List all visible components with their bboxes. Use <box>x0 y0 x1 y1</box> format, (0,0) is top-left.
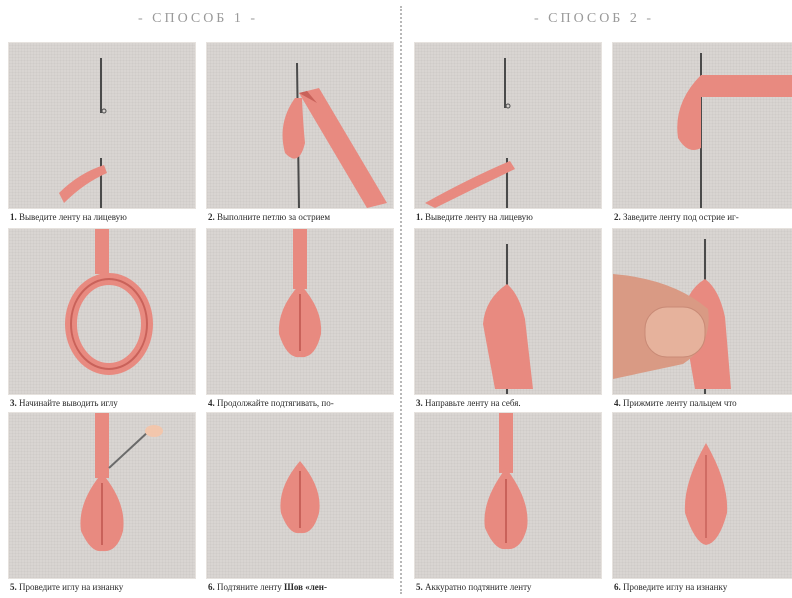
needle-ribbon-illustration <box>415 43 601 208</box>
column-divider <box>400 6 402 594</box>
method-1-title: - СПОСОБ 1 - <box>0 8 396 30</box>
method2-step2-photo <box>612 42 792 209</box>
needle-ribbon-illustration <box>9 43 195 208</box>
method1-step6-photo <box>206 412 394 579</box>
method2-step5-caption: 5. Аккуратно подтяните ленту <box>416 580 602 594</box>
method1-step2-photo <box>206 42 394 209</box>
finished-petal-illustration <box>613 413 792 578</box>
method2-step5-photo <box>414 412 602 579</box>
method2-step4-photo <box>612 228 792 395</box>
needle-ribbon-illustration <box>415 229 601 394</box>
method2-step1-caption: 1. Выведите ленту на лицевую <box>416 210 602 224</box>
method1-step5-caption: 5. Проведите иглу на изнанку <box>10 580 196 594</box>
needle-ribbon-illustration <box>207 43 393 208</box>
method1-step6-caption: 6. Подтяните ленту Шов «лен- <box>208 580 394 594</box>
method2-step2-caption: 2. Заведите ленту под острие иг- <box>614 210 792 224</box>
needle-ribbon-illustration <box>613 43 792 208</box>
method2-step3-caption: 3. Направьте ленту на себя. <box>416 396 602 410</box>
method1-step4-caption: 4. Продолжайте подтягивать, по- <box>208 396 394 410</box>
method1-step5-photo <box>8 412 196 579</box>
method2-step4-caption: 4. Прижмите ленту пальцем что <box>614 396 792 410</box>
method1-step4-photo <box>206 228 394 395</box>
method2-step6-photo <box>612 412 792 579</box>
method1-step1-caption: 1. Выведите ленту на лицевую <box>10 210 196 224</box>
method2-step1-photo <box>414 42 602 209</box>
method2-step3-photo <box>414 228 602 395</box>
method1-step2-caption: 2. Выполните петлю за острием <box>208 210 394 224</box>
method1-step3-photo <box>8 228 196 395</box>
method-2-title: - СПОСОБ 2 - <box>396 8 792 30</box>
finished-petal-illustration <box>207 413 393 578</box>
petal-needle-illustration <box>9 413 195 578</box>
method1-step1-photo <box>8 42 196 209</box>
petal-illustration <box>415 413 601 578</box>
ribbon-loop-illustration <box>9 229 195 394</box>
finger-pressing-illustration <box>613 229 792 394</box>
method1-step3-caption: 3. Начинайте выводить иглу <box>10 396 196 410</box>
petal-illustration <box>207 229 393 394</box>
method2-step6-caption: 6. Проведите иглу на изнанку <box>614 580 792 594</box>
